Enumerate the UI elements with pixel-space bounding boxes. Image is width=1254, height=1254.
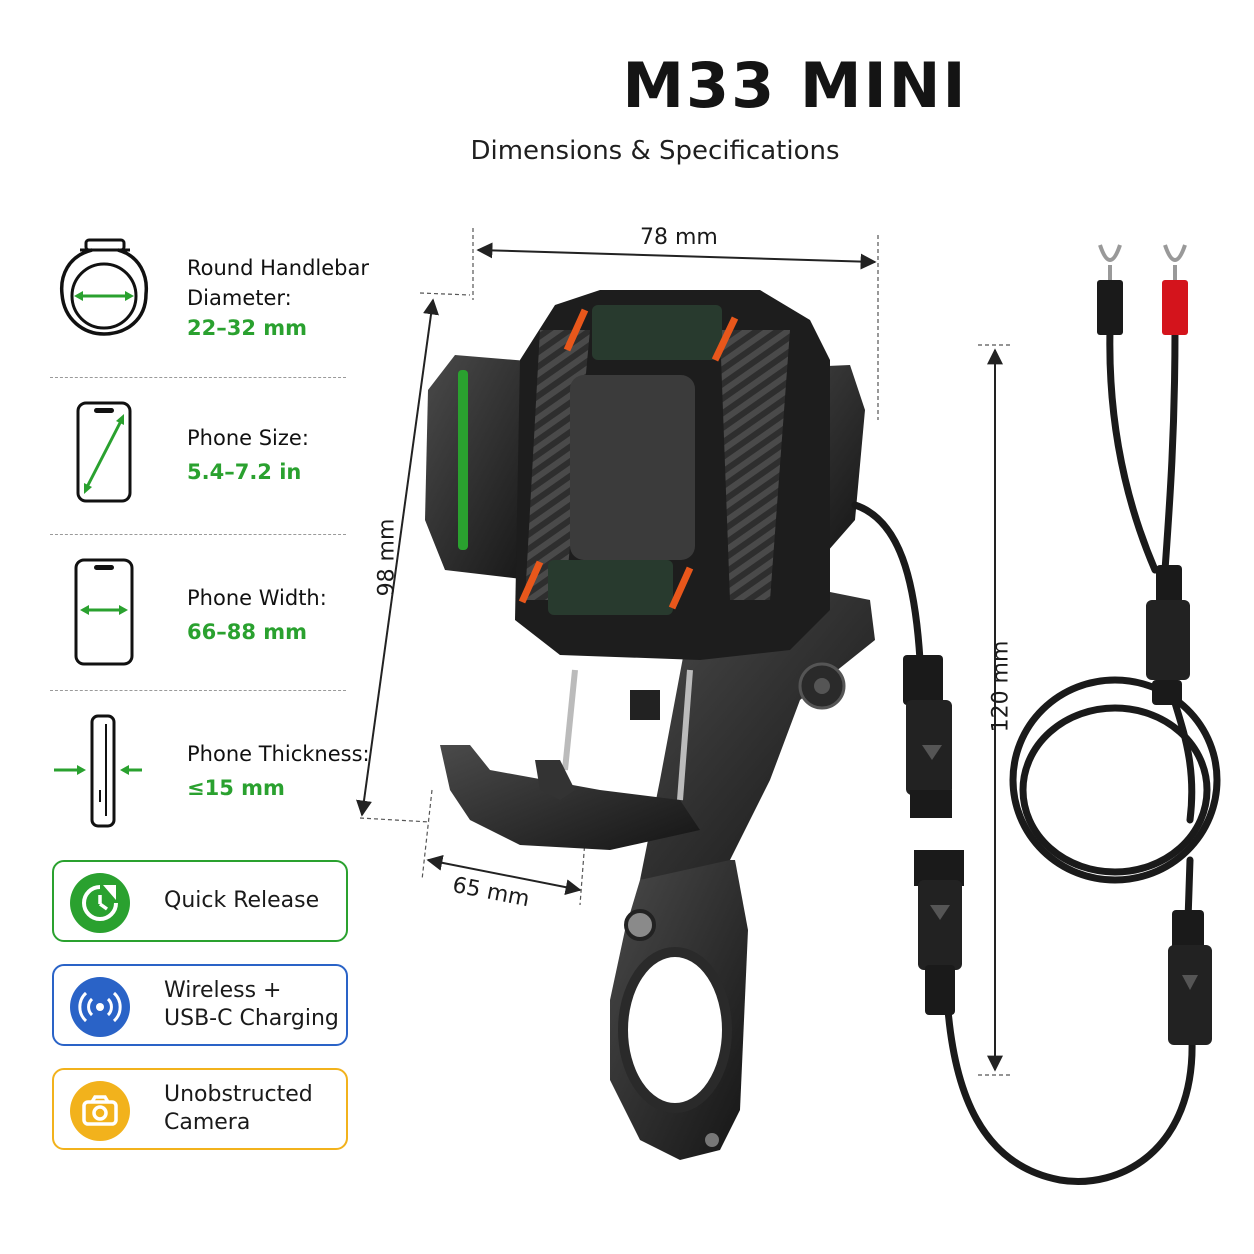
sae-connector-mount — [903, 655, 952, 818]
harness-fuse — [1146, 565, 1190, 705]
dimension-arrow-height — [356, 298, 439, 817]
quick-release-icon — [70, 873, 130, 933]
spec-label: Phone Size: — [187, 426, 309, 450]
handlebar-clamp-icon — [50, 232, 160, 352]
phone-diagonal-icon — [50, 395, 160, 515]
feature-camera: Unobstructed Camera — [52, 1068, 348, 1150]
left-grip — [425, 355, 540, 580]
spec-label: Phone Width: — [187, 586, 327, 610]
spec-value: 22–32 mm — [187, 316, 308, 340]
divider — [50, 690, 346, 691]
spec-label: Phone Thickness: — [187, 742, 370, 766]
dimension-cable-label: 120 mm — [988, 640, 1014, 733]
feature-charging: Wireless + USB-C Charging — [52, 964, 348, 1046]
phone-width-icon — [50, 552, 160, 672]
feature-quick-release: Quick Release — [52, 860, 348, 942]
divider — [50, 377, 346, 378]
page-subtitle: Dimensions & Specifications — [470, 136, 840, 166]
dimension-arrow-depth — [426, 854, 582, 896]
spec-label: Diameter: — [187, 286, 292, 310]
spec-phone-width: Phone Width: 66–88 mm — [187, 583, 327, 647]
spec-phone-thickness: Phone Thickness: ≤15 mm — [187, 739, 370, 803]
spec-phone-size: Phone Size: 5.4–7.2 in — [187, 423, 309, 487]
wireless-charging-icon — [70, 977, 130, 1037]
product-illustration — [356, 228, 1221, 1185]
feature-label: Unobstructed Camera — [164, 1082, 313, 1135]
bottom-support — [440, 669, 700, 850]
phone-thickness-icon — [50, 710, 160, 830]
dimension-arrow-width — [476, 242, 877, 270]
mount-arm — [640, 590, 875, 880]
holder-head — [515, 290, 830, 660]
sae-connector-harness — [914, 850, 1212, 1045]
handlebar-clamp — [610, 860, 748, 1160]
spec-label: Round Handlebar — [187, 256, 370, 280]
ring-terminals — [1097, 244, 1188, 335]
dimension-width-label: 78 mm — [640, 225, 718, 250]
spec-value: ≤15 mm — [187, 776, 285, 800]
power-harness — [944, 326, 1221, 1185]
spec-handlebar: Round Handlebar Diameter: 22–32 mm — [187, 253, 369, 343]
dimension-height-label: 98 mm — [374, 518, 400, 597]
spec-value: 66–88 mm — [187, 620, 308, 644]
divider — [50, 534, 346, 535]
feature-label: Wireless + USB-C Charging — [164, 978, 339, 1031]
cable-mount — [851, 501, 924, 664]
camera-icon — [70, 1081, 130, 1141]
feature-label: Quick Release — [164, 888, 320, 913]
spec-value: 5.4–7.2 in — [187, 460, 302, 484]
page-title: M33 MINI — [622, 49, 968, 122]
